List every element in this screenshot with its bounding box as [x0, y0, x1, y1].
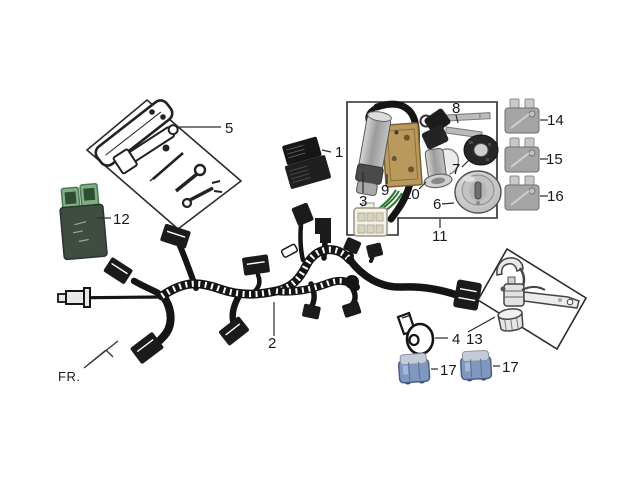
callout-17b: 17 — [502, 359, 519, 376]
tool-kit — [94, 99, 223, 209]
fuse-14 — [504, 98, 540, 134]
harness-connector — [103, 202, 482, 364]
ignition-switch-box: 8 3 9 10 7 6 — [346, 100, 502, 237]
callout-3: 3 — [359, 193, 367, 210]
bolt-terminal — [57, 287, 91, 308]
callout-13: 13 — [466, 331, 483, 348]
lock-cylinder — [423, 147, 460, 189]
wire-connector — [353, 202, 388, 237]
wrench — [181, 180, 223, 209]
switch-bracket — [381, 122, 423, 188]
callout-12: 12 — [113, 211, 130, 228]
screwdriver — [149, 152, 184, 182]
fr-arrow: FR. — [58, 340, 119, 384]
callout-16: 16 — [547, 188, 564, 205]
switch-ring — [463, 134, 499, 166]
callout-17a: 17 — [440, 362, 457, 379]
callout-14: 14 — [547, 112, 564, 129]
ignition-coil — [496, 257, 580, 332]
socket-wrench — [112, 124, 179, 175]
callout-6: 6 — [433, 196, 441, 213]
cdi-markings — [72, 221, 89, 242]
ignition-coil-box — [476, 247, 588, 351]
callout-4: 4 — [452, 331, 460, 348]
cdi-body — [59, 203, 108, 261]
connector-slot — [83, 187, 96, 201]
callout-5: 5 — [225, 120, 233, 137]
callout-10: 10 — [403, 186, 420, 203]
coil-grommet — [497, 308, 524, 332]
cdi-unit — [59, 182, 108, 261]
horn — [396, 311, 435, 356]
callout-8: 8 — [452, 100, 460, 117]
snap-dot — [160, 114, 166, 120]
relay-1 — [397, 352, 431, 385]
tool-kit-box: 5 — [85, 98, 243, 231]
callout-15: 15 — [546, 151, 563, 168]
connector-slot — [64, 191, 77, 205]
fuel-cap — [454, 170, 502, 214]
harness-clip — [280, 243, 298, 258]
fr-label: FR. — [58, 369, 80, 384]
callout-2: 2 — [268, 335, 276, 352]
callout-7: 7 — [452, 161, 460, 178]
fuse-15 — [504, 137, 540, 173]
snap-dot — [149, 109, 155, 115]
wire-harness — [57, 202, 482, 364]
fuse-16 — [504, 175, 540, 211]
wrench — [174, 163, 207, 193]
control-unit — [282, 136, 331, 189]
callout-11: 11 — [432, 228, 448, 245]
bolt-dot — [162, 144, 170, 152]
callout-1: 1 — [335, 144, 343, 161]
relay-2 — [460, 349, 493, 382]
ignition-switch — [355, 111, 392, 197]
callout-9: 9 — [381, 182, 389, 199]
